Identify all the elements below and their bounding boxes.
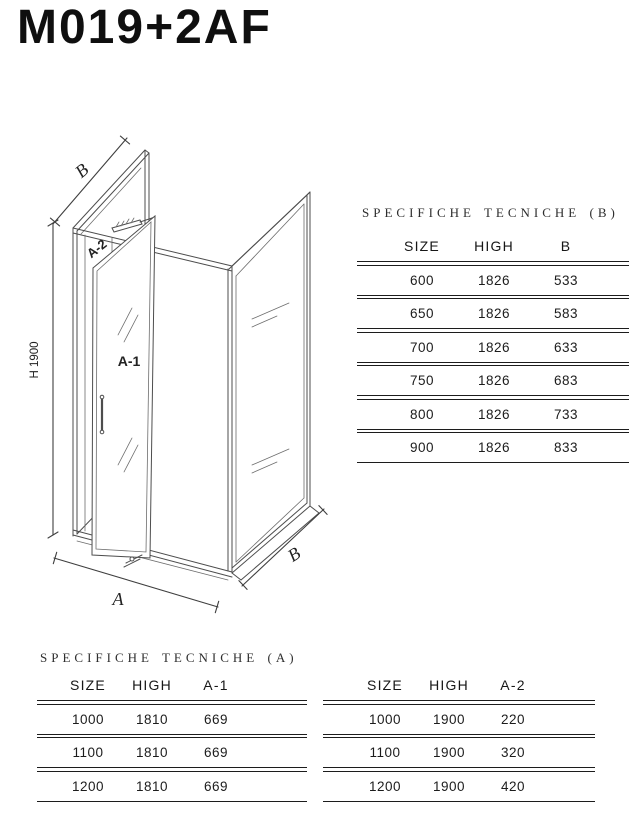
table-row: 1000 1900 220	[323, 703, 595, 735]
cell-a2: 220	[500, 711, 526, 727]
cell-a2: 420	[500, 778, 526, 794]
table-row: 1200 1900 420	[323, 770, 595, 802]
table-row: 700 1826 633	[357, 331, 629, 363]
table-b: SIZE HIGH B 600 1826 533 650 1826 583 70…	[357, 238, 629, 466]
height-dimension-label: H 1900	[29, 341, 41, 378]
cell-high: 1900	[432, 711, 466, 727]
cell-high: 1810	[135, 711, 169, 727]
table-row: 800 1826 733	[357, 398, 629, 430]
glass-shine-icon	[117, 307, 139, 473]
cell-b: 633	[553, 339, 579, 355]
a-dimension-label: A	[112, 589, 125, 609]
cell-high: 1826	[477, 440, 511, 455]
cell-high: 1900	[432, 745, 466, 760]
table-row: 900 1826 833	[357, 432, 629, 463]
table-row: 1100 1810 669	[37, 737, 307, 768]
cell-b: 533	[553, 272, 579, 288]
table-row: 750 1826 683	[357, 365, 629, 396]
door-handle-icon	[99, 394, 105, 435]
cell-high: 1810	[135, 745, 169, 760]
table-b-title: SPECIFICHE TECNICHE (B)	[362, 205, 619, 220]
cell-a1: 669	[203, 745, 229, 760]
col-header-a2: A-2	[500, 677, 526, 693]
cell-a1: 669	[203, 778, 229, 794]
cell-high: 1826	[477, 373, 511, 388]
cell-a1: 669	[203, 711, 229, 727]
col-header-high: HIGH	[474, 238, 514, 254]
table-row: 1100 1900 320	[323, 737, 595, 768]
col-header-b: B	[560, 238, 572, 254]
glass-shine-icon	[251, 302, 290, 474]
col-header-size: SIZE	[70, 677, 106, 693]
cell-high: 1826	[477, 339, 511, 355]
table-a-title: SPECIFICHE TECNICHE (A)	[40, 650, 298, 665]
table-a1: SIZE HIGH A-1 1000 1810 669 1100 1810 66…	[37, 677, 307, 804]
cell-size: 900	[409, 440, 435, 455]
dimension-a-bottom: A	[52, 551, 220, 614]
dimension-height: H 1900	[29, 219, 59, 539]
cell-b: 683	[553, 373, 579, 388]
cell-size: 1100	[369, 745, 401, 760]
b-bottom-dimension-label: B	[284, 543, 304, 566]
cell-high: 1826	[477, 306, 511, 321]
base-track	[231, 505, 320, 581]
table-row: 650 1826 583	[357, 298, 629, 329]
table-row: 600 1826 533	[357, 264, 629, 296]
cell-size: 1100	[72, 745, 104, 760]
cell-b: 583	[553, 306, 579, 321]
table-row: 1000 1810 669	[37, 703, 307, 735]
cell-size: 800	[409, 406, 435, 422]
cell-high: 1900	[432, 778, 466, 794]
col-header-size: SIZE	[367, 677, 403, 693]
col-header-high: HIGH	[429, 677, 469, 693]
cell-b: 833	[553, 440, 579, 455]
cell-size: 700	[409, 339, 435, 355]
bottom-pivot-icon	[123, 554, 143, 568]
page-title: M019+2AF	[17, 1, 272, 54]
table-a2-header-row: SIZE HIGH A-2	[323, 677, 595, 701]
b-top-dimension-label: B	[71, 159, 92, 181]
table-a1-header-row: SIZE HIGH A-1	[37, 677, 307, 701]
pivot-door	[91, 214, 156, 568]
cell-size: 1000	[368, 711, 402, 727]
cell-size: 600	[409, 272, 435, 288]
cell-a2: 320	[500, 745, 526, 760]
cell-size: 750	[409, 373, 435, 388]
cell-size: 1200	[71, 778, 105, 794]
cell-size: 1000	[71, 711, 105, 727]
shower-enclosure-diagram: H 1900 B A B A-2 A-1	[29, 135, 328, 614]
cell-size: 1200	[368, 778, 402, 794]
cell-b: 733	[553, 406, 579, 422]
cell-size: 650	[409, 306, 435, 321]
cell-high: 1826	[477, 406, 511, 422]
col-header-high: HIGH	[132, 677, 172, 693]
dimension-b-top: B	[49, 135, 131, 227]
table-a2: SIZE HIGH A-2 1000 1900 220 1100 1900 32…	[323, 677, 595, 804]
col-header-a1: A-1	[203, 677, 229, 693]
cell-high: 1810	[135, 778, 169, 794]
right-side-panel	[228, 191, 311, 569]
table-b-header-row: SIZE HIGH B	[357, 238, 629, 262]
col-header-size: SIZE	[404, 238, 440, 254]
cell-high: 1826	[477, 272, 511, 288]
table-row: 1200 1810 669	[37, 770, 307, 802]
door-a1-label: A-1	[118, 353, 141, 369]
